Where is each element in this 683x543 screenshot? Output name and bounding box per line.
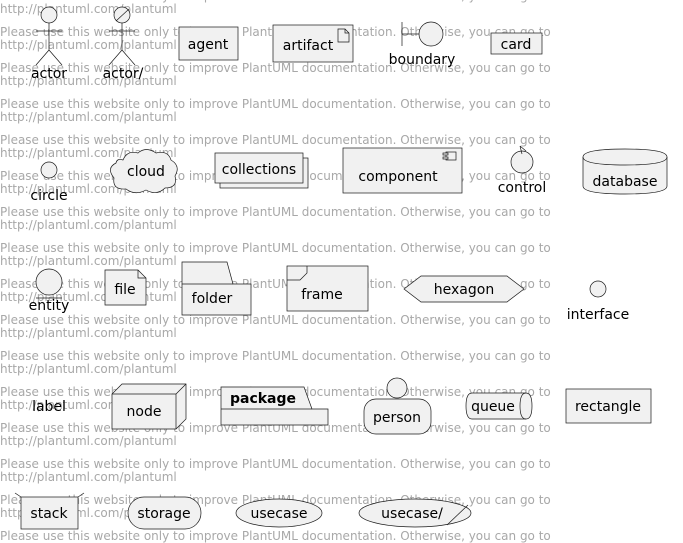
usecase-alt-element[interactable]: usecase/ (358, 498, 472, 528)
entity-label: entity (29, 298, 70, 314)
watermark-url: http://plantuml.com/plantuml (0, 254, 177, 268)
stack-element[interactable]: stack (14, 492, 85, 530)
usecase-label: usecase (251, 506, 308, 522)
rectangle-element[interactable]: rectangle (565, 388, 652, 424)
watermark-notice: Please use this website only to improve … (0, 241, 551, 255)
storage-element[interactable]: storage (127, 496, 202, 530)
watermark-notice: Please use this website only to improve … (0, 313, 551, 327)
interface-element[interactable]: interface (567, 280, 629, 323)
agent-label: agent (188, 37, 229, 53)
label-label: label (32, 399, 66, 415)
boundary-element[interactable]: boundary (389, 21, 456, 68)
node-element[interactable]: node (111, 383, 187, 430)
actor-element[interactable]: actor (31, 6, 67, 82)
artifact-element[interactable]: artifact (272, 24, 354, 63)
queue-element[interactable]: queue (465, 392, 533, 420)
component-element[interactable]: component (342, 147, 463, 194)
card-label: card (501, 37, 532, 53)
stack-label: stack (30, 506, 68, 522)
watermark-url: http://plantuml.com/plantuml (0, 470, 177, 484)
folder-label: folder (192, 291, 233, 307)
database-element[interactable]: database (582, 148, 668, 195)
watermark-notice: Please use this website only to improve … (0, 0, 551, 3)
file-element[interactable]: file (104, 269, 147, 306)
hexagon-label: hexagon (434, 282, 494, 298)
interface-label: interface (567, 307, 629, 323)
entity-element[interactable]: entity (29, 268, 70, 314)
watermark-notice: Please use this website only to improve … (0, 61, 551, 75)
watermark-notice: Please use this website only to improve … (0, 457, 551, 471)
circle-element[interactable]: circle (30, 161, 68, 204)
cloud-element[interactable]: cloud (110, 149, 178, 194)
watermark-url: http://plantuml.com/plantuml (0, 38, 177, 52)
control-label: control (498, 180, 547, 196)
actor-alt-element[interactable]: actor/ (103, 6, 144, 82)
queue-label: queue (471, 399, 515, 415)
watermark-notice: Please use this website only to improve … (0, 205, 551, 219)
watermark-url: http://plantuml.com/plantuml (0, 218, 177, 232)
actor-label: actor (31, 66, 67, 82)
watermark-url: http://plantuml.com/plantuml (0, 110, 177, 124)
watermark-url: http://plantuml.com/plantuml (0, 362, 177, 376)
frame-label: frame (301, 287, 343, 303)
file-label: file (114, 282, 135, 298)
watermark-url: http://plantuml.com/plantuml (0, 326, 177, 340)
node-label: node (127, 404, 162, 420)
control-element[interactable]: control (498, 145, 547, 196)
agent-element[interactable]: agent (178, 26, 239, 61)
label-element: label (32, 399, 66, 415)
collections-label: collections (222, 162, 296, 178)
rectangle-label: rectangle (575, 399, 641, 415)
cloud-label: cloud (127, 164, 165, 180)
folder-element[interactable]: folder (181, 261, 252, 316)
frame-element[interactable]: frame (286, 265, 369, 312)
database-label: database (593, 174, 658, 190)
watermark-url: http://plantuml.com/plantuml (0, 434, 177, 448)
watermark-url: http://plantuml.com/plantuml (0, 74, 177, 88)
watermark-notice: Please use this website only to improve … (0, 97, 551, 111)
watermark-notice: Please use this website only to improve … (0, 349, 551, 363)
storage-label: storage (137, 506, 190, 522)
actor-alt-label: actor/ (103, 66, 144, 82)
package-label: package (230, 391, 296, 407)
usecase-alt-label: usecase/ (381, 506, 443, 522)
person-element[interactable]: person (363, 377, 432, 435)
boundary-label: boundary (389, 52, 456, 68)
artifact-label: artifact (283, 38, 334, 54)
watermark-notice: Please use this website only to improve … (0, 133, 551, 147)
circle-label: circle (30, 188, 67, 204)
card-element[interactable]: card (490, 32, 543, 55)
component-label: component (358, 169, 438, 185)
collections-element[interactable]: collections (214, 152, 309, 189)
package-element[interactable]: package (220, 386, 329, 426)
usecase-element[interactable]: usecase (235, 498, 323, 528)
hexagon-element[interactable]: hexagon (403, 275, 525, 303)
person-label: person (373, 410, 421, 426)
